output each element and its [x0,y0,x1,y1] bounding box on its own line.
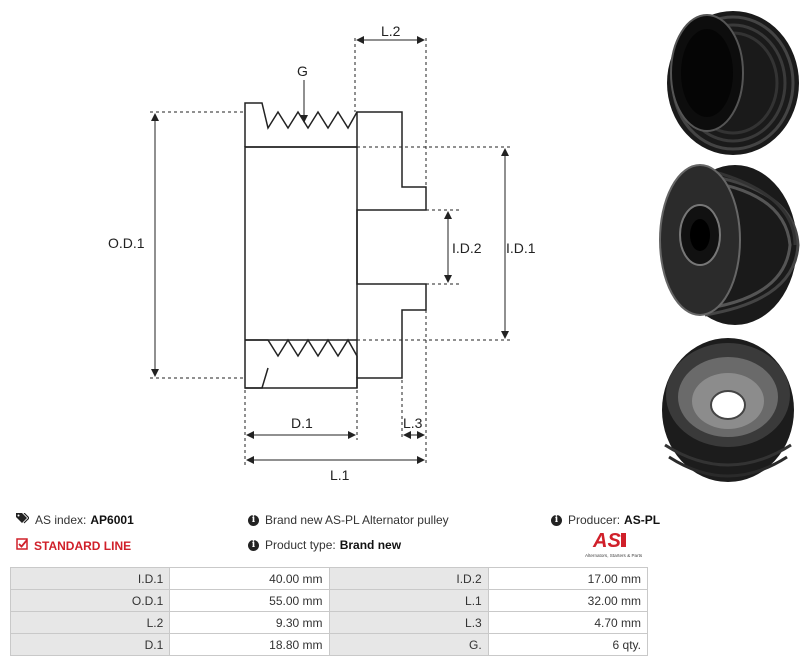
spec-value-cell: 4.70 mm [487,611,649,634]
upper-groove-profile [244,102,358,147]
as-index-label: AS index: [35,513,87,527]
as-index-value: AP6001 [90,513,134,527]
producer-label: Producer: [568,513,621,527]
standard-line-label: STANDARD LINE [34,538,132,553]
info-icon: i [551,514,562,526]
svg-text:Alternators, Starters & Parts: Alternators, Starters & Parts [585,553,643,558]
as-pl-logo: AS Alternators, Starters & Parts [585,530,643,558]
tags-icon [16,512,30,527]
spec-key-cell: L.3 [328,611,489,634]
spec-value-cell: 40.00 mm [169,567,330,590]
product-type-value: Brand new [339,538,402,552]
label-g: G [297,63,308,79]
info-icon: i [248,539,259,551]
label-l2: L.2 [381,23,401,39]
spec-key-cell: I.D.2 [328,567,489,590]
pulley-side-photo [659,164,800,325]
label-id2: I.D.2 [452,240,482,256]
spec-key-cell: O.D.1 [9,589,171,612]
svg-text:AS: AS [592,530,621,552]
spec-key-cell: L.2 [9,611,171,634]
spec-value-cell: 6 qty. [487,633,649,656]
standard-line: STANDARD LINE [16,538,131,553]
info-icon: i [248,514,259,526]
spec-key-cell: D.1 [9,633,171,656]
label-l1: L.1 [330,467,350,483]
lower-groove-profile [245,338,358,378]
spec-key-cell: I.D.1 [9,567,171,590]
check-square-icon [16,538,28,553]
label-l3: L.3 [403,415,423,431]
product-description: i Brand new AS-PL Alternator pulley [248,513,449,527]
spec-key-cell: L.1 [328,589,489,612]
producer: i Producer: AS-PL [551,513,660,527]
spec-value-cell: 32.00 mm [487,589,649,612]
description-text: Brand new AS-PL Alternator pulley [265,513,449,527]
spec-key-cell: G. [328,633,489,656]
spec-value-cell: 55.00 mm [169,589,330,612]
label-d1: D.1 [291,415,313,431]
label-od1: O.D.1 [108,235,145,251]
product-type-label: Product type: [265,538,336,552]
pulley-front-photo [667,11,799,155]
spec-value-cell: 9.30 mm [169,611,330,634]
spec-value-cell: 18.80 mm [169,633,330,656]
producer-value: AS-PL [624,513,661,527]
pulley-back-photo [662,338,794,482]
product-type: i Product type: Brand new [248,538,401,552]
spec-value-cell: 17.00 mm [487,567,649,590]
technical-drawing: G L.2 O.D.1 I.D.2 I.D.1 D.1 L.3 L.1 [108,23,536,483]
as-index: AS index: AP6001 [16,512,134,527]
label-id1: I.D.1 [506,240,536,256]
